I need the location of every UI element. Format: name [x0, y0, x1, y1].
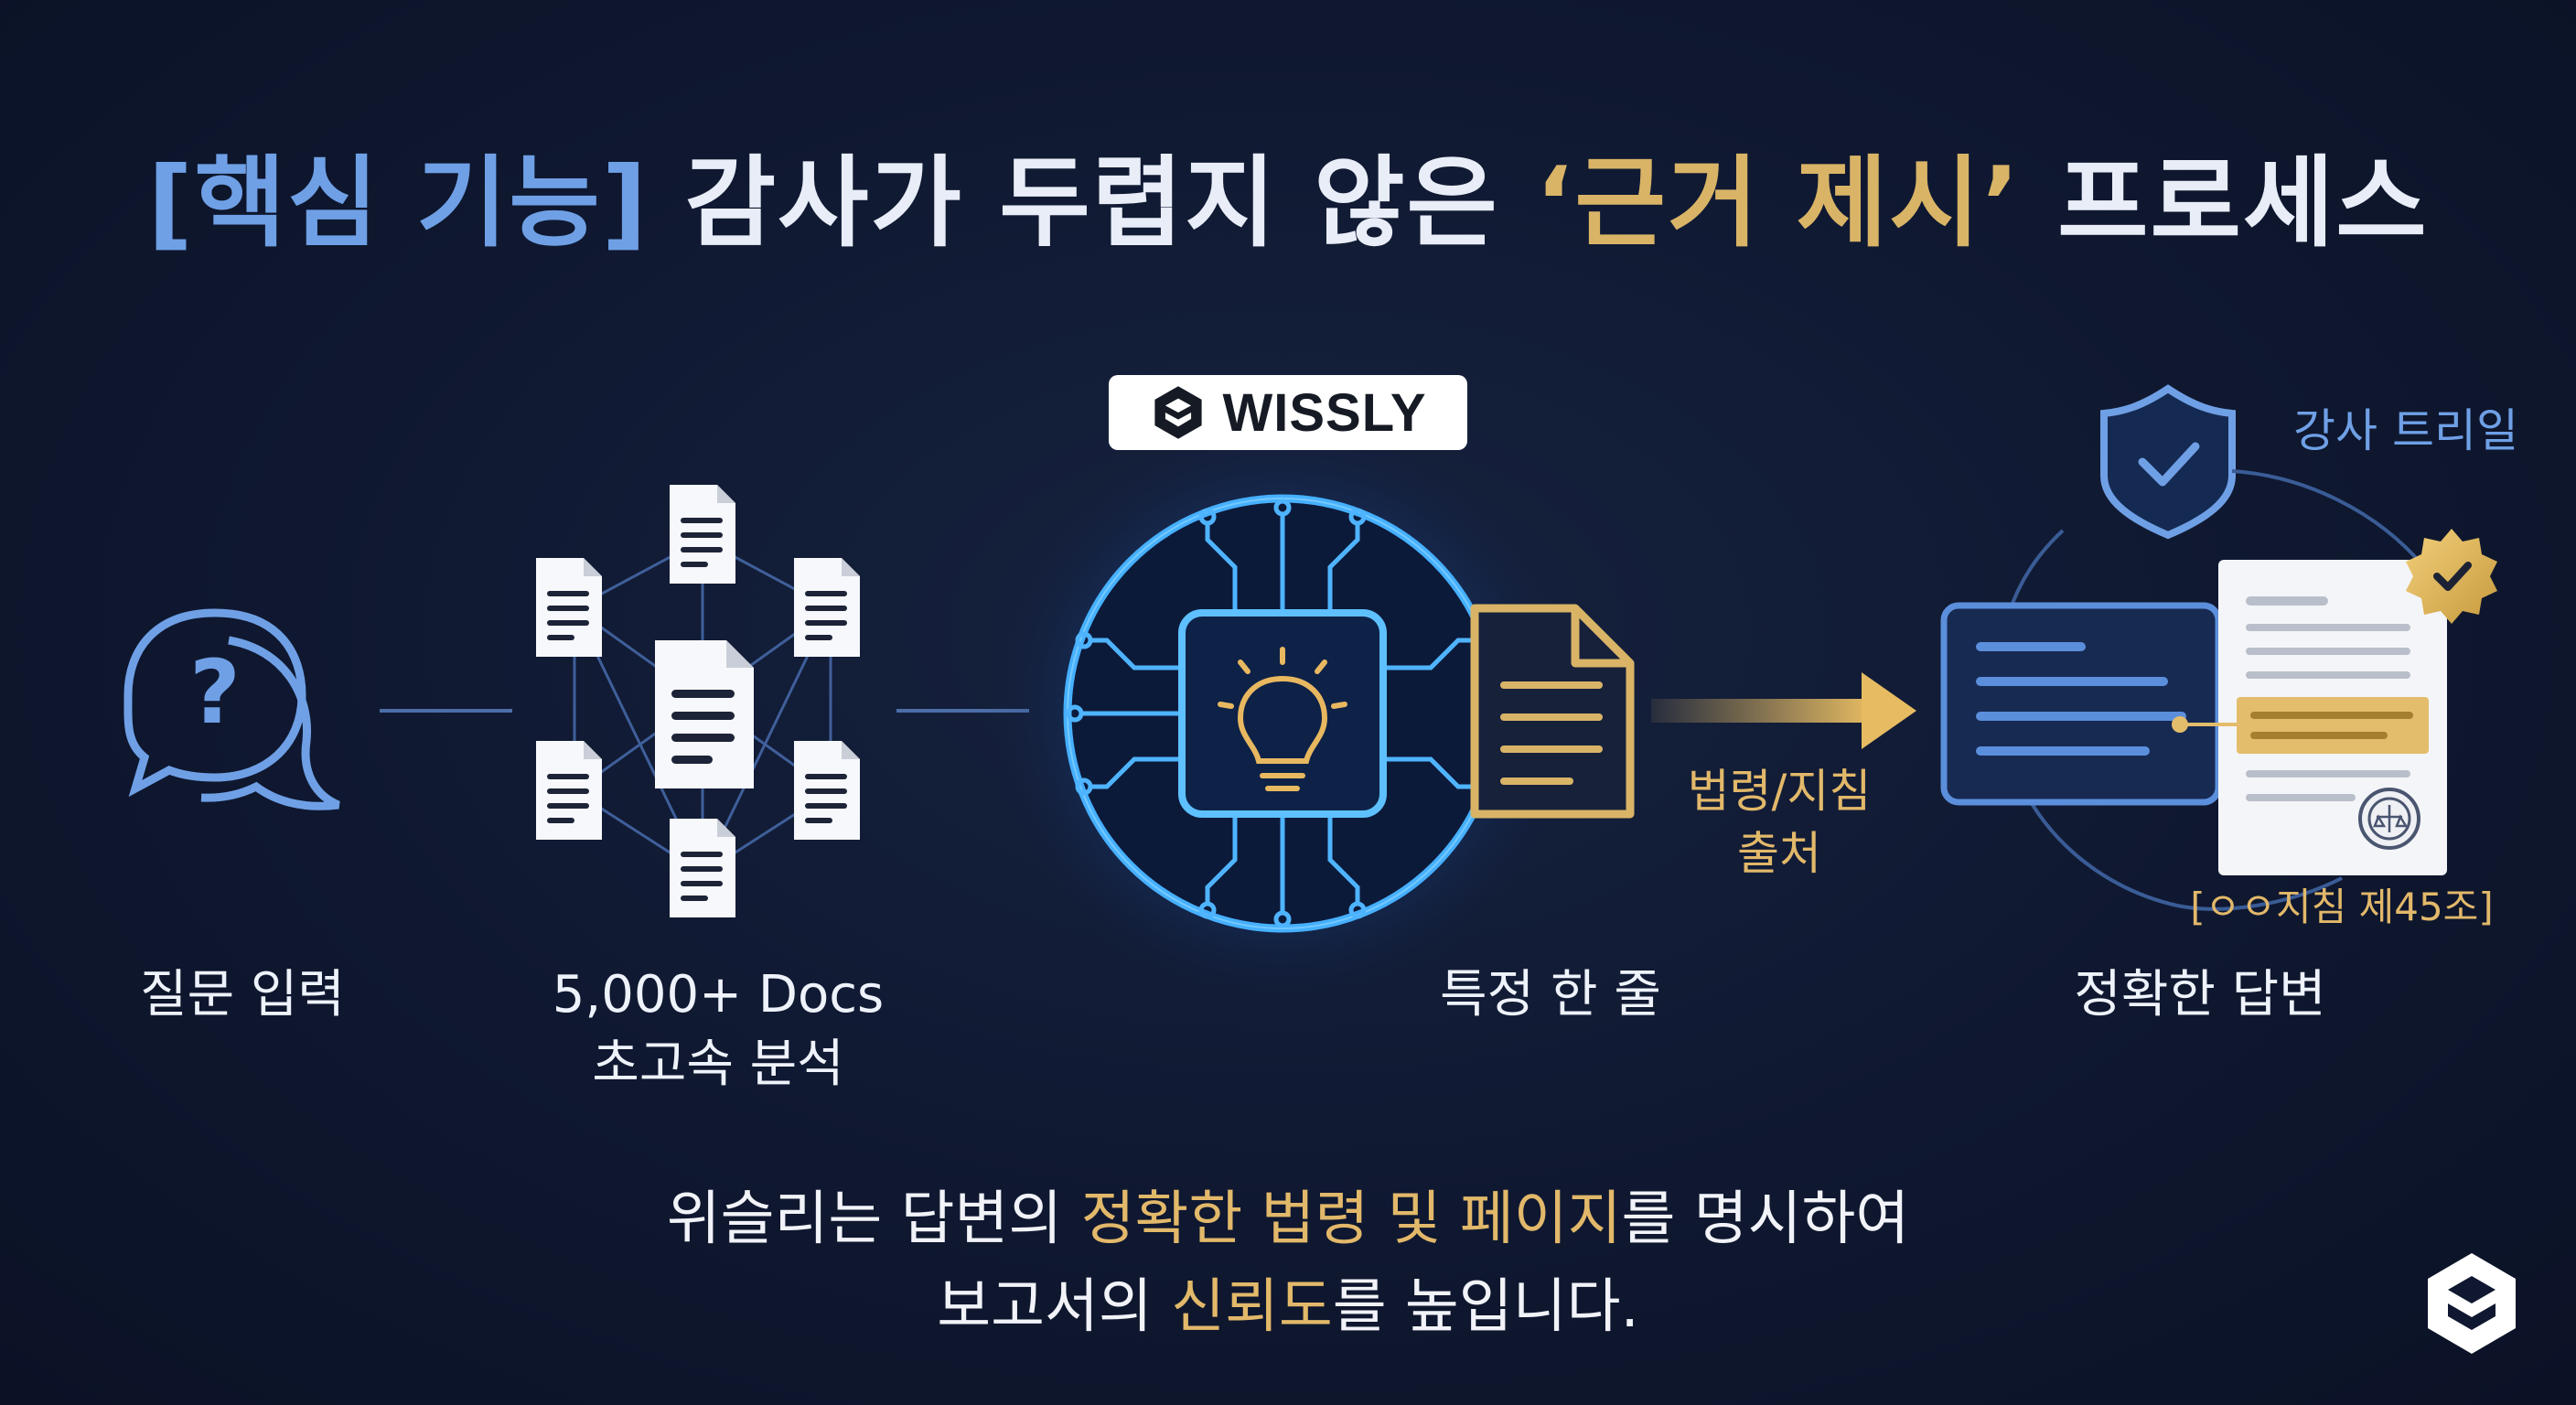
step-docs-line1: 5,000+ Docs [552, 965, 885, 1024]
wissly-logo: WISSLY [1109, 375, 1467, 450]
title-highlight: ‘근거 제시’ [1535, 146, 2022, 261]
answer-card [1940, 602, 2222, 806]
audit-trail-label: 강사 트리일 [2293, 404, 2518, 457]
highlighted-clause [2237, 697, 2429, 754]
footer-caption: 위슬리는 답변의 정확한 법령 및 페이지를 명시하여 보고서의 신뢰도를 높입… [0, 1175, 2576, 1351]
source-document-icon [1470, 604, 1635, 819]
orbit-arc [2231, 469, 2426, 569]
page-title: [핵심 기능] 감사가 두렵지 않은 ‘근거 제시’ 프로세스 [0, 123, 2576, 266]
step-docs-label: 5,000+ Docs 초고속 분석 [512, 960, 924, 1099]
arrow-icon [1651, 672, 1916, 749]
document-network [536, 485, 860, 917]
logo-text: WISSLY [1222, 382, 1427, 443]
step-source-label: 법령/지침 출처 [1647, 761, 1912, 885]
step-answer-label: 정확한 답변 [2074, 965, 2326, 1024]
step-question-label: 질문 입력 [140, 965, 345, 1024]
title-mid: 감사가 두렵지 않은 [649, 146, 1536, 261]
citation-label: [ㅇㅇ지침 제45조] [2190, 885, 2494, 929]
footer-line-1: 위슬리는 답변의 정확한 법령 및 페이지를 명시하여 [0, 1175, 2576, 1263]
step-line-label: 특정 한 줄 [1440, 965, 1661, 1024]
wissly-logo-icon [2428, 1253, 2516, 1354]
document-icon [670, 819, 735, 917]
document-icon [794, 558, 860, 657]
certificate-document [2218, 560, 2447, 875]
footer-highlight: 정확한 법령 및 페이지 [1080, 1185, 1622, 1253]
document-icon [670, 485, 735, 584]
link-dot [2172, 716, 2188, 733]
footer-text: 를 명시하여 [1621, 1185, 1910, 1253]
title-suffix: 프로세스 [2021, 146, 2429, 261]
footer-text: 를 높입니다. [1332, 1273, 1639, 1341]
footer-line-2: 보고서의 신뢰도를 높입니다. [0, 1263, 2576, 1351]
orbit-arc [2176, 876, 2343, 911]
document-icon [536, 558, 602, 657]
wissly-mark-icon [1154, 386, 1203, 439]
step-docs-line2: 초고속 분석 [592, 1034, 844, 1094]
lightbulb-chip-icon [981, 412, 1584, 1015]
footer-text: 위슬리는 답변의 [666, 1185, 1081, 1253]
step-source-line1: 법령/지침 [1687, 765, 1872, 818]
document-icon [794, 741, 860, 840]
footer-highlight: 신뢰도 [1171, 1273, 1333, 1341]
title-prefix: [핵심 기능] [147, 146, 649, 261]
document-icon [536, 741, 602, 840]
step-source-line2: 출처 [1737, 826, 1821, 880]
shield-check-icon [2100, 384, 2236, 540]
footer-text: 보고서의 [937, 1273, 1172, 1341]
document-icon [655, 640, 754, 788]
question-bubble-icon [123, 608, 340, 810]
question-mark-glyph: ? [189, 641, 241, 744]
certificate-badge-icon [2406, 529, 2497, 624]
